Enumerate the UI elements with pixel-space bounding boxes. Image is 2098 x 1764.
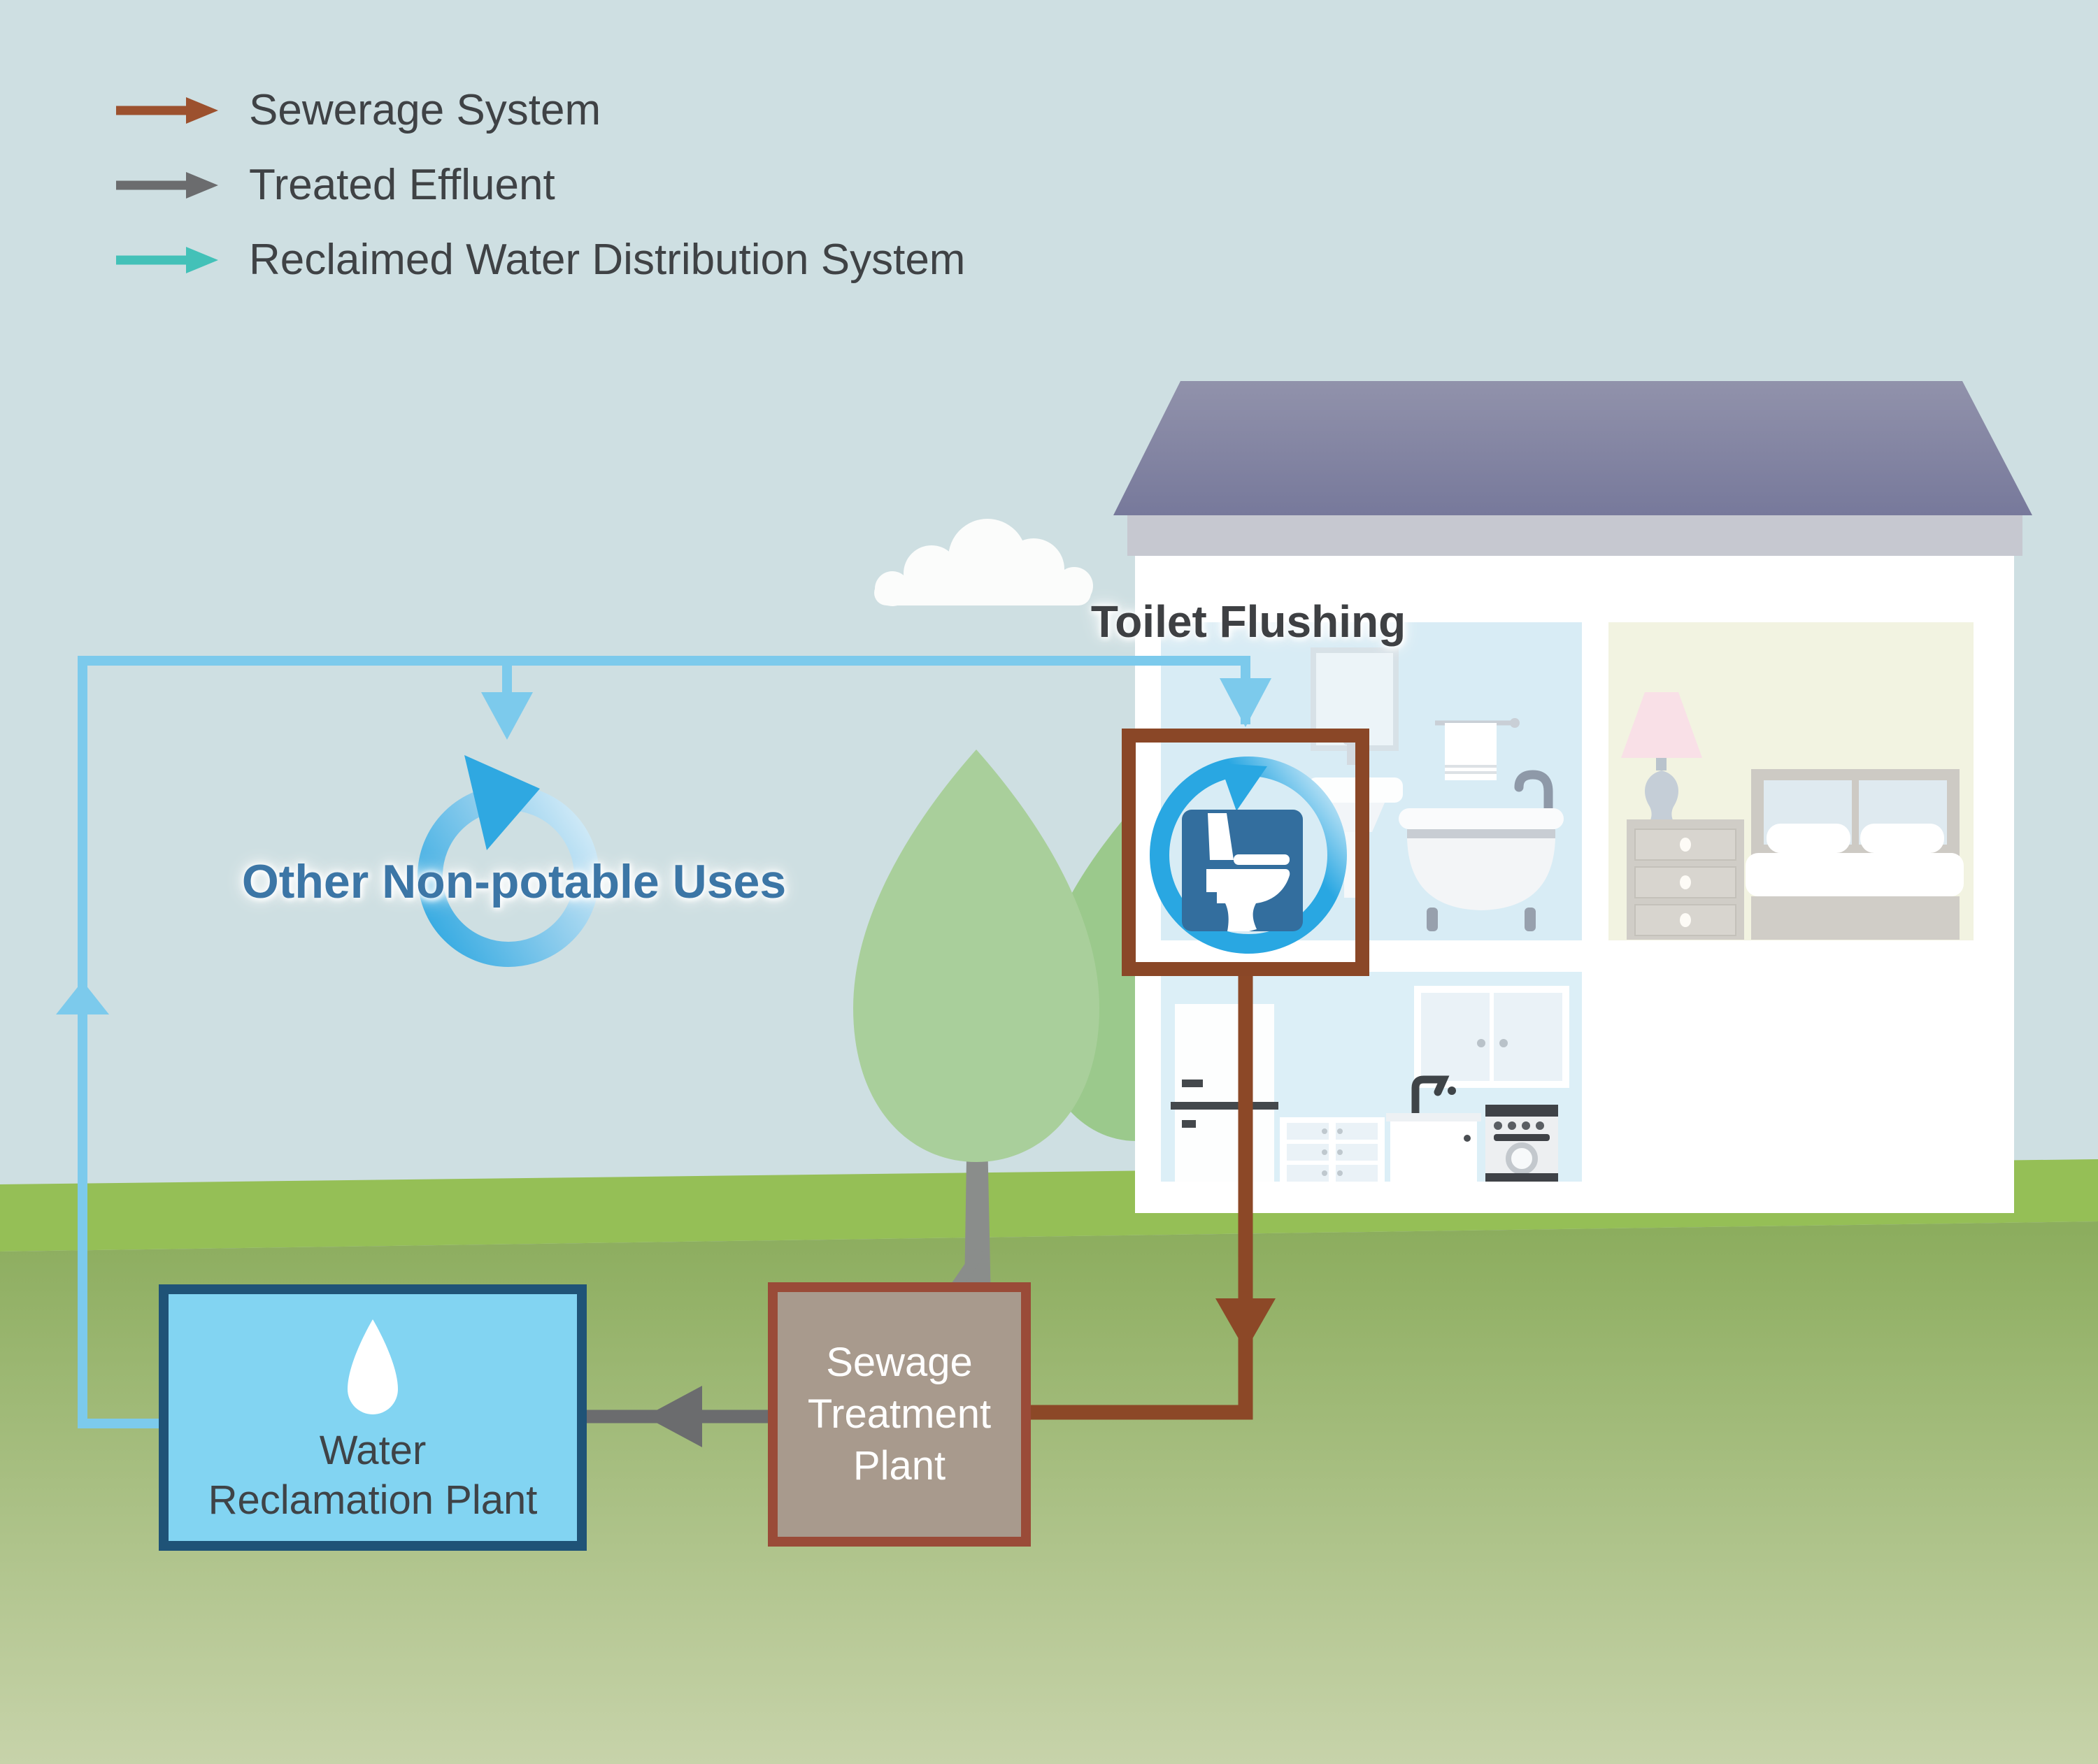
effluent-arrowhead-left: [645, 1386, 702, 1447]
legend: Sewerage System Treated Effluent Reclaim…: [112, 85, 965, 285]
roof: [1113, 381, 2032, 515]
water-reclamation-plant-node: Water Reclamation Plant: [159, 1284, 587, 1551]
sewerage-arrowhead-down: [1215, 1298, 1276, 1351]
legend-label: Sewerage System: [249, 86, 601, 134]
arrow-right-icon: [116, 171, 218, 199]
base-cabinets: [1280, 1117, 1385, 1182]
bathtub: [1399, 770, 1564, 931]
bed: [1746, 769, 1964, 940]
arrow-right-icon: [116, 246, 218, 273]
sewerage-pipe: [1022, 965, 1276, 1420]
bedroom-furniture: [1621, 692, 1964, 940]
recycle-loop-icon: [418, 755, 599, 967]
tree-front-icon: [853, 750, 1099, 1162]
toilet-icon: [1206, 813, 1290, 931]
kitchen-furniture: [1171, 986, 1569, 1182]
toilet-flushing-label: Toilet Flushing: [1090, 596, 1406, 647]
cloud-icon: [874, 519, 1093, 606]
legend-label: Treated Effluent: [249, 161, 555, 209]
toilet-recycle-icon: [1150, 756, 1347, 954]
dresser: [1627, 819, 1744, 940]
recycle-loop-arrowhead: [464, 755, 540, 850]
node-label: Sewage Treatment Plant: [808, 1337, 991, 1492]
kitchen-sink: [1386, 1075, 1481, 1182]
reclaimed-arrowhead-toilet: [1220, 678, 1271, 727]
wall-cabinets: [1414, 986, 1569, 1088]
water-drop-icon: [348, 1319, 398, 1414]
arrow-right-icon: [116, 96, 218, 124]
node-label-line: Plant: [852, 1443, 946, 1489]
reclaimed-arrowhead-branch: [481, 692, 533, 740]
roof-fascia: [1127, 515, 2022, 556]
legend-item-sewerage: Sewerage System: [112, 85, 965, 135]
other-non-potable-uses-label: Other Non-potable Uses: [241, 855, 787, 908]
toilet-ring-arrowhead: [1220, 763, 1267, 811]
bathtub-faucet: [1514, 770, 1553, 820]
washing-machine: [1485, 1105, 1558, 1182]
legend-item-treated-effluent: Treated Effluent: [112, 160, 965, 210]
legend-label: Reclaimed Water Distribution System: [249, 236, 966, 284]
node-label-line: Reclamation Plant: [208, 1477, 538, 1523]
legend-item-reclaimed-water: Reclaimed Water Distribution System: [112, 235, 965, 285]
reclaimed-arrowhead-up: [56, 981, 109, 1014]
node-label-line: Treatment: [807, 1391, 992, 1437]
treated-effluent-pipe: [573, 1386, 776, 1447]
toilet-flushing-frame: [1122, 729, 1369, 976]
kitchen-faucet: [1411, 1075, 1450, 1117]
sewage-treatment-plant-node: Sewage Treatment Plant: [768, 1282, 1031, 1547]
node-label: Water Reclamation Plant: [208, 1426, 538, 1525]
reclaimed-water-pipe: [56, 656, 1271, 1428]
node-label-line: Sewage: [826, 1340, 973, 1385]
towel: [1445, 723, 1497, 780]
lamp: [1621, 692, 1702, 832]
fridge: [1171, 1004, 1278, 1182]
node-label-line: Water: [319, 1428, 427, 1473]
